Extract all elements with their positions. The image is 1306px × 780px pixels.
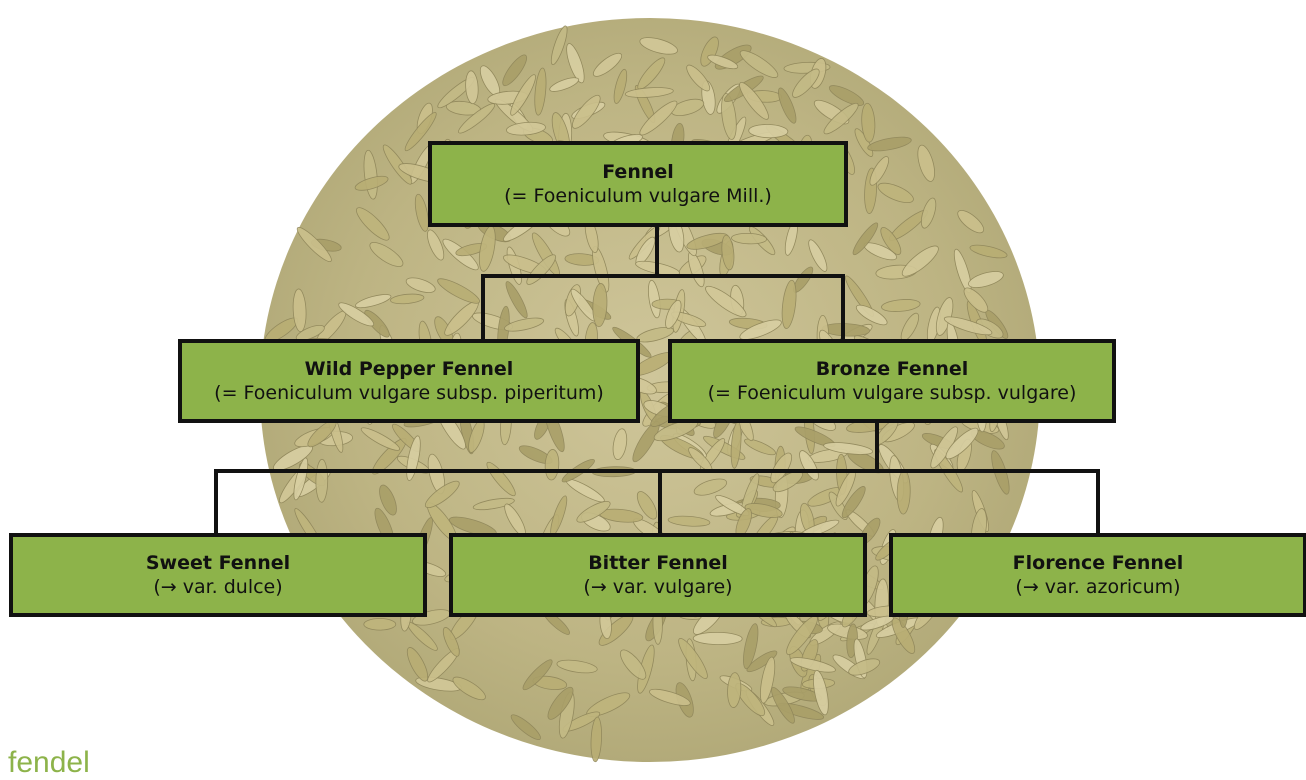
seed-grain: [693, 632, 742, 645]
node-bronze-fennel: Bronze Fennel (= Foeniculum vulgare subs…: [668, 339, 1116, 423]
node-bitter-fennel-name: Bitter Fennel: [588, 551, 728, 575]
node-wild-pepper-fennel-name: Wild Pepper Fennel: [305, 357, 514, 381]
node-bronze-fennel-scientific-name: (= Foeniculum vulgare subsp. vulgare): [708, 381, 1077, 405]
node-bitter-fennel-variety: (→ var. vulgare): [583, 575, 732, 599]
node-bitter-fennel: Bitter Fennel (→ var. vulgare): [449, 533, 867, 617]
node-florence-fennel: Florence Fennel (→ var. azoricum): [889, 533, 1306, 617]
node-fennel-name: Fennel: [602, 160, 674, 184]
footer-heading-cropped: fendel: [8, 746, 90, 780]
node-sweet-fennel: Sweet Fennel (→ var. dulce): [9, 533, 427, 617]
node-wild-pepper-fennel-scientific-name: (= Foeniculum vulgare subsp. piperitum): [214, 381, 604, 405]
node-wild-pepper-fennel: Wild Pepper Fennel (= Foeniculum vulgare…: [178, 339, 640, 423]
node-sweet-fennel-name: Sweet Fennel: [146, 551, 290, 575]
seed-grain: [364, 619, 396, 631]
node-fennel-scientific-name: (= Foeniculum vulgare Mill.): [504, 184, 772, 208]
node-florence-fennel-name: Florence Fennel: [1013, 551, 1184, 575]
node-fennel: Fennel (= Foeniculum vulgare Mill.): [428, 141, 848, 227]
seed-grain: [316, 459, 328, 502]
node-sweet-fennel-variety: (→ var. dulce): [153, 575, 282, 599]
node-bronze-fennel-name: Bronze Fennel: [816, 357, 969, 381]
node-florence-fennel-variety: (→ var. azoricum): [1015, 575, 1180, 599]
